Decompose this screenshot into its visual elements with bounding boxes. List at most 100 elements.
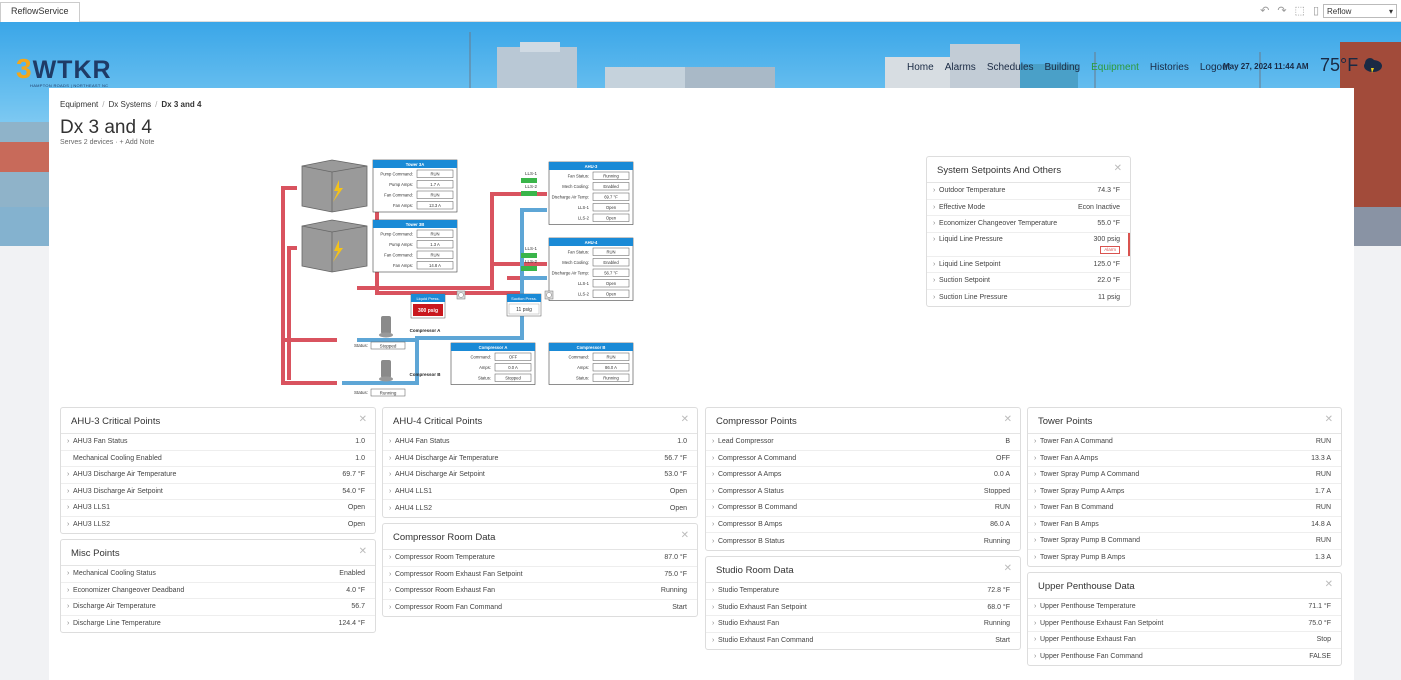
close-icon[interactable]: ✕ (1324, 579, 1333, 590)
breadcrumb-equipment[interactable]: Equipment (60, 100, 99, 109)
breadcrumb-dx-systems[interactable]: Dx Systems (108, 100, 152, 109)
nav-schedules[interactable]: Schedules (986, 62, 1034, 73)
document-icon[interactable]: ▯ (1312, 5, 1319, 17)
close-icon[interactable]: ✕ (1113, 163, 1122, 174)
close-icon[interactable]: ✕ (1324, 414, 1333, 425)
box-title: AHU-3 (585, 164, 598, 169)
close-icon[interactable]: ✕ (1003, 563, 1012, 574)
point-value: 56.7 °F (664, 454, 687, 462)
logo[interactable]: 3WTKR HAMPTON ROADS | NORTHEAST NC (16, 55, 112, 89)
nav-alarms[interactable]: Alarms (944, 62, 976, 73)
point-name: Studio Exhaust Fan Command (718, 637, 814, 645)
compressor-b-unit[interactable]: Compressor B Status: Running (354, 360, 441, 397)
chevron-right-icon: › (712, 537, 715, 545)
point-name: Compressor A Amps (718, 471, 782, 479)
chevron-right-icon: › (67, 521, 70, 529)
chevron-right-icon: › (389, 570, 392, 578)
tower-a-unit[interactable] (301, 159, 368, 213)
close-icon[interactable]: ✕ (358, 546, 367, 557)
nav-home[interactable]: Home (907, 62, 934, 73)
lls1-label-ahu3: LLS-1 (525, 171, 538, 176)
add-note-link[interactable]: + Add Note (119, 139, 155, 146)
undo-icon[interactable]: ↶ (1260, 5, 1270, 17)
close-icon[interactable]: ✕ (680, 530, 689, 541)
tower-b-unit[interactable] (301, 219, 368, 273)
box-label: Fan Status: (568, 250, 589, 255)
redo-icon[interactable]: ↷ (1277, 5, 1287, 17)
point-name: Tower Fan B Amps (1040, 520, 1099, 528)
close-icon[interactable]: ✕ (358, 414, 367, 425)
grid-icon[interactable]: ⬚ (1294, 5, 1305, 17)
view-select[interactable]: Reflow ▾ (1323, 4, 1397, 18)
nav-equipment[interactable]: Equipment (1091, 62, 1139, 73)
box-value: OFF (509, 355, 518, 360)
nav-logout[interactable]: Logout (1199, 62, 1231, 73)
box-value: RUN (430, 193, 439, 198)
point-value: Start (995, 637, 1010, 645)
close-icon[interactable]: ✕ (1003, 414, 1012, 425)
chevron-right-icon: › (1034, 554, 1037, 562)
nav-histories[interactable]: Histories (1149, 62, 1189, 73)
compressor-a-unit[interactable]: Compressor A Status: Stopped (354, 316, 441, 350)
nav-building[interactable]: Building (1044, 62, 1081, 73)
card-title-text: AHU-4 Critical Points (393, 416, 483, 427)
close-icon[interactable]: ✕ (680, 414, 689, 425)
app-tab[interactable]: ReflowService (0, 2, 80, 22)
